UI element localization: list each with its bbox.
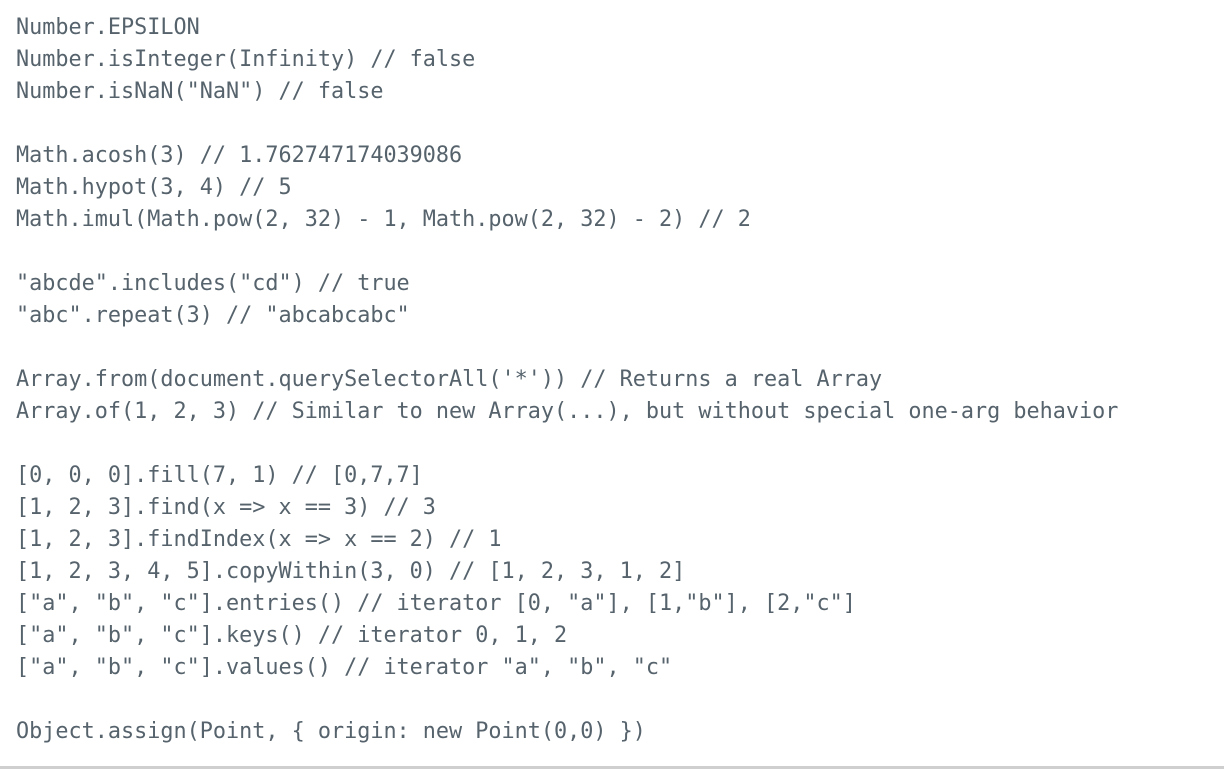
code-line: Math.acosh(3) // 1.762747174039086 — [16, 143, 463, 168]
code-line: Number.EPSILON — [16, 15, 200, 40]
code-line: ["a", "b", "c"].keys() // iterator 0, 1,… — [16, 623, 568, 648]
code-line: Math.hypot(3, 4) // 5 — [16, 175, 292, 200]
code-line: ["a", "b", "c"].entries() // iterator [0… — [16, 591, 856, 616]
code-line — [16, 684, 1118, 716]
code-line: [1, 2, 3, 4, 5].copyWithin(3, 0) // [1, … — [16, 559, 686, 584]
code-block: Number.EPSILON Number.isInteger(Infinity)… — [16, 12, 1118, 748]
code-line — [16, 108, 1118, 140]
code-line — [16, 332, 1118, 364]
code-line: "abc".repeat(3) // "abcabcabc" — [16, 303, 410, 328]
code-line: Array.of(1, 2, 3) // Similar to new Arra… — [16, 399, 1119, 424]
code-line: [1, 2, 3].find(x => x == 3) // 3 — [16, 495, 436, 520]
code-line: Array.from(document.querySelectorAll('*'… — [16, 367, 883, 392]
code-line: "abcde".includes("cd") // true — [16, 271, 410, 296]
code-line: [0, 0, 0].fill(7, 1) // [0,7,7] — [16, 463, 423, 488]
code-line: ["a", "b", "c"].values() // iterator "a"… — [16, 655, 673, 680]
code-line — [16, 236, 1118, 268]
code-line: Number.isInteger(Infinity) // false — [16, 47, 476, 72]
code-line: Number.isNaN("NaN") // false — [16, 79, 384, 104]
code-line: Math.imul(Math.pow(2, 32) - 1, Math.pow(… — [16, 207, 751, 232]
code-line: [1, 2, 3].findIndex(x => x == 2) // 1 — [16, 527, 502, 552]
code-line — [16, 428, 1118, 460]
code-line: Object.assign(Point, { origin: new Point… — [16, 719, 646, 744]
bottom-divider — [0, 766, 1224, 769]
